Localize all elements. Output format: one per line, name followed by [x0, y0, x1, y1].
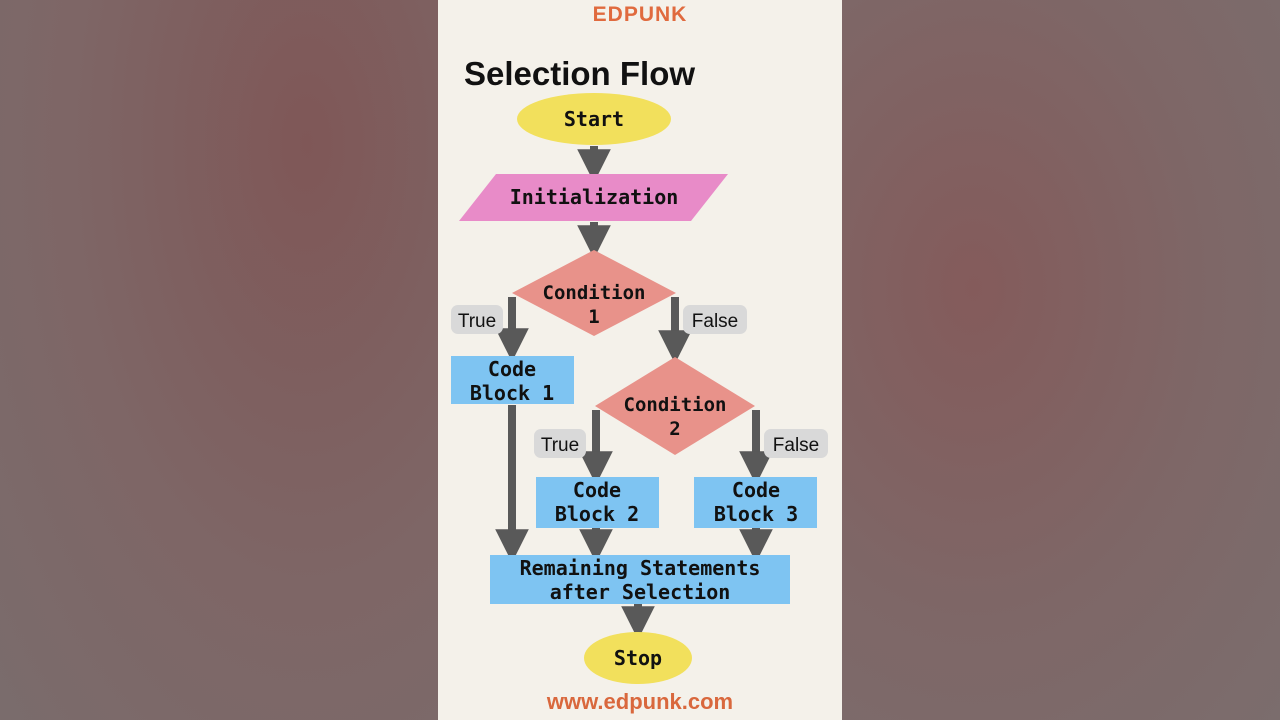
remaining-statements-label-line1: Remaining Statements — [520, 556, 761, 580]
background-right — [842, 0, 1280, 720]
initialization-parallelogram — [459, 174, 728, 221]
code-block-2-label-line2: Block 2 — [555, 502, 639, 526]
stop-node: Stop — [584, 632, 692, 684]
false-2-tag-bg — [764, 429, 828, 458]
condition-2-label-line2: 2 — [669, 418, 680, 440]
remaining-statements-node: Remaining Statements after Selection — [490, 555, 790, 604]
start-label: Start — [564, 107, 624, 131]
code-block-3-node: Code Block 3 — [694, 477, 817, 528]
stop-label: Stop — [614, 646, 662, 670]
stop-terminal-shape — [584, 632, 692, 684]
flowchart-card: EDPUNK Selection Flow Start Initializ — [438, 0, 842, 720]
start-terminal-shape — [517, 93, 671, 145]
true-2-tag-label: True — [541, 435, 579, 456]
condition-1-label-line1: Condition — [543, 282, 646, 304]
code-block-2-rect — [536, 477, 659, 528]
code-block-3-label-line2: Block 3 — [714, 502, 798, 526]
condition-2-label-line1: Condition — [624, 394, 727, 416]
remaining-statements-rect — [490, 555, 790, 604]
background-left — [0, 0, 438, 720]
false-2-tag-label: False — [773, 435, 819, 456]
arrows — [495, 146, 773, 640]
flowchart: Start Initialization Condition 1 True Fa… — [451, 93, 828, 684]
initialization-label: Initialization — [510, 185, 679, 209]
code-block-1-label-line1: Code — [488, 357, 536, 381]
condition-2-diamond — [595, 357, 755, 455]
false-2-tag: False — [764, 429, 828, 458]
false-1-tag: False — [683, 305, 747, 334]
true-1-tag-label: True — [458, 311, 496, 332]
website-url: www.edpunk.com — [546, 689, 734, 714]
code-block-2-label-line1: Code — [573, 478, 621, 502]
false-1-tag-label: False — [692, 311, 738, 332]
code-block-1-rect — [451, 356, 574, 404]
condition-1-node: Condition 1 — [512, 250, 676, 336]
true-2-tag: True — [534, 429, 586, 458]
start-node: Start — [517, 93, 671, 145]
condition-2-node: Condition 2 — [595, 357, 755, 455]
initialization-node: Initialization — [459, 174, 728, 221]
code-block-3-label-line1: Code — [732, 478, 780, 502]
remaining-statements-label-line2: after Selection — [550, 580, 731, 604]
condition-1-diamond — [512, 250, 676, 336]
true-1-tag-bg — [451, 305, 503, 334]
code-block-1-node: Code Block 1 — [451, 356, 574, 405]
diagram-title: Selection Flow — [464, 55, 696, 92]
condition-1-label-line2: 1 — [588, 306, 599, 328]
code-block-1-label-line2: Block 1 — [470, 381, 554, 405]
code-block-3-rect — [694, 477, 817, 528]
false-1-tag-bg — [683, 305, 747, 334]
true-2-tag-bg — [534, 429, 586, 458]
brand-logo: EDPUNK — [592, 3, 688, 26]
true-1-tag: True — [451, 305, 503, 334]
code-block-2-node: Code Block 2 — [536, 477, 659, 528]
